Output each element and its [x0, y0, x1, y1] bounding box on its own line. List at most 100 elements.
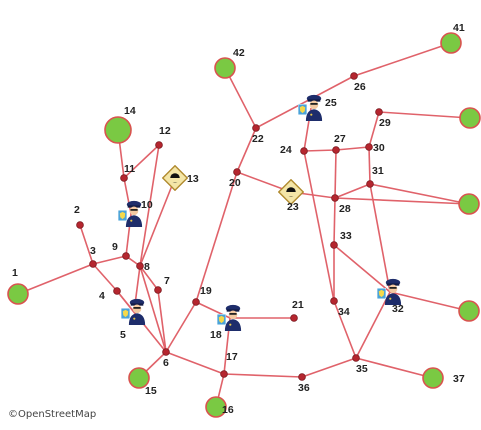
road-edge-29-e29[interactable]: [378, 111, 471, 119]
junction-node-34[interactable]: [330, 297, 338, 305]
node-label-24: 24: [280, 144, 292, 156]
junction-node-6[interactable]: [162, 348, 170, 356]
police-badge-icon: [298, 104, 307, 115]
junction-node-8[interactable]: [136, 262, 144, 270]
road-edge-32-e32[interactable]: [389, 291, 470, 312]
node-label-7: 7: [164, 275, 170, 287]
node-label-13: 13: [187, 173, 199, 185]
road-edge-31-28[interactable]: [334, 183, 371, 199]
node-label-29: 29: [379, 117, 391, 129]
terminal-node-16[interactable]: [205, 396, 227, 418]
junction-node-9[interactable]: [122, 252, 130, 260]
road-edge-31-e31[interactable]: [369, 183, 470, 205]
terminal-node-37[interactable]: [422, 367, 444, 389]
map-attribution[interactable]: ©OpenStreetMap: [8, 409, 97, 420]
junction-node-11[interactable]: [120, 174, 128, 182]
road-edge-20-22[interactable]: [236, 127, 257, 173]
road-edge-6-17[interactable]: [165, 351, 225, 375]
incident-warning-icon[interactable]: [162, 165, 188, 191]
junction-node-31[interactable]: [366, 180, 374, 188]
road-edge-31-32[interactable]: [369, 183, 391, 293]
police-officer-icon[interactable]: [384, 278, 402, 305]
node-label-19: 19: [200, 285, 212, 297]
road-edge-35-37[interactable]: [355, 357, 434, 379]
road-edge-19-20[interactable]: [195, 171, 238, 303]
road-edge-27-30[interactable]: [335, 146, 370, 151]
road-edge-7-6[interactable]: [157, 289, 167, 353]
police-badge-icon: [121, 308, 130, 319]
road-edge-27-28[interactable]: [334, 149, 337, 199]
junction-node-33[interactable]: [330, 241, 338, 249]
road-edge-35-36[interactable]: [301, 357, 357, 378]
junction-node-3[interactable]: [89, 260, 97, 268]
road-edge-8-7[interactable]: [139, 265, 159, 291]
road-edge-13-8[interactable]: [139, 177, 176, 267]
road-edge-34-24[interactable]: [303, 150, 335, 302]
junction-node-12[interactable]: [155, 141, 163, 149]
terminal-east-29[interactable]: [459, 107, 481, 129]
road-edge-22-26[interactable]: [255, 75, 355, 129]
road-edge-32-35[interactable]: [355, 291, 391, 359]
terminal-node-42[interactable]: [214, 57, 236, 79]
junction-node-27[interactable]: [332, 146, 340, 154]
road-edge-34-35[interactable]: [333, 300, 357, 359]
road-edge-10-11[interactable]: [123, 177, 132, 215]
junction-node-17[interactable]: [220, 370, 228, 378]
terminal-node-14[interactable]: [104, 116, 132, 144]
road-edge-36-17[interactable]: [223, 373, 303, 378]
road-edge-30-31[interactable]: [368, 146, 371, 185]
node-label-3: 3: [90, 245, 96, 257]
node-label-16: 16: [222, 404, 234, 416]
junction-node-24[interactable]: [300, 147, 308, 155]
road-edge-6-19[interactable]: [165, 301, 197, 353]
road-edge-2-3[interactable]: [79, 224, 94, 265]
junction-node-4[interactable]: [113, 287, 121, 295]
terminal-node-41[interactable]: [440, 32, 462, 54]
road-edge-3-4[interactable]: [92, 263, 118, 292]
junction-node-26[interactable]: [350, 72, 358, 80]
node-label-2: 2: [74, 204, 80, 216]
road-edge-8-6[interactable]: [139, 265, 167, 353]
junction-node-36[interactable]: [298, 373, 306, 381]
node-label-32: 32: [392, 303, 404, 315]
junction-node-30[interactable]: [365, 143, 373, 151]
road-edge-12-8[interactable]: [139, 144, 160, 267]
node-label-31: 31: [372, 165, 384, 177]
node-label-23: 23: [287, 201, 299, 213]
node-label-33: 33: [340, 230, 352, 242]
node-label-20: 20: [229, 177, 241, 189]
road-edge-24-27[interactable]: [303, 149, 337, 152]
road-edge-22-42[interactable]: [224, 67, 257, 129]
terminal-node-1[interactable]: [7, 283, 29, 305]
node-label-26: 26: [354, 81, 366, 93]
junction-node-21[interactable]: [290, 314, 298, 322]
road-edge-3-9[interactable]: [92, 255, 127, 265]
junction-node-28[interactable]: [331, 194, 339, 202]
road-edge-28-e28[interactable]: [334, 197, 470, 205]
road-edge-33-32[interactable]: [333, 244, 391, 293]
road-edge-30-29[interactable]: [368, 111, 380, 148]
junction-node-22[interactable]: [252, 124, 260, 132]
road-edge-26-41[interactable]: [353, 42, 452, 77]
node-label-4: 4: [99, 290, 105, 302]
road-edge-11-12[interactable]: [123, 144, 160, 179]
junction-node-20[interactable]: [233, 168, 241, 176]
road-edge-28-33[interactable]: [333, 197, 336, 246]
police-officer-icon[interactable]: [128, 298, 146, 325]
road-edge-1-3[interactable]: [17, 263, 94, 295]
junction-node-19[interactable]: [192, 298, 200, 306]
terminal-east-32[interactable]: [458, 300, 480, 322]
police-officer-icon[interactable]: [125, 200, 143, 227]
junction-node-7[interactable]: [154, 286, 162, 294]
junction-node-29[interactable]: [375, 108, 383, 116]
node-label-12: 12: [159, 125, 171, 137]
junction-node-35[interactable]: [352, 354, 360, 362]
police-officer-icon[interactable]: [305, 94, 323, 121]
terminal-east-28[interactable]: [458, 193, 480, 215]
node-label-34: 34: [338, 306, 350, 318]
junction-node-2[interactable]: [76, 221, 84, 229]
node-label-41: 41: [453, 22, 465, 34]
terminal-node-15[interactable]: [128, 367, 150, 389]
